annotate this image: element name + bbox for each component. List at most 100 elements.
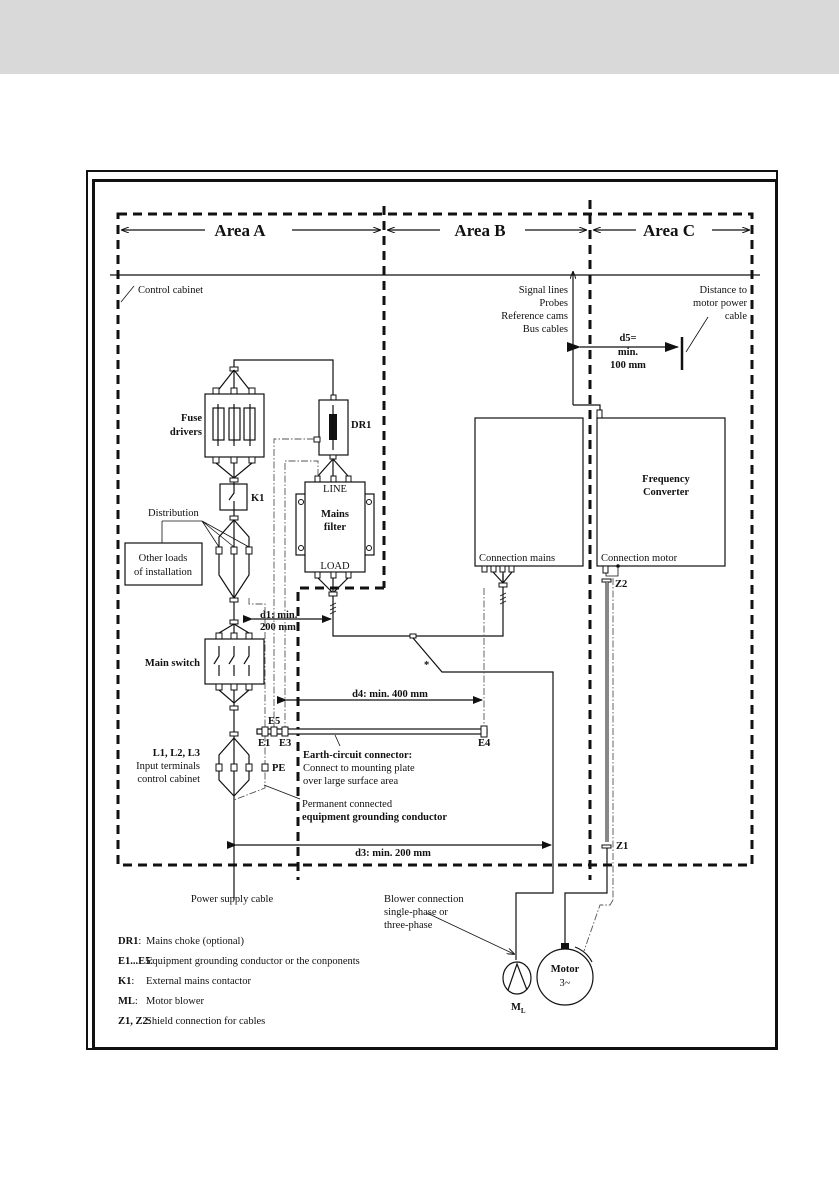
input-terminals-label: L1, L2, L3 Input terminals control cabin… — [136, 748, 200, 785]
svg-text:Probes: Probes — [539, 298, 568, 309]
d5-label: d5= min. 100 mm — [610, 333, 646, 371]
legend-item: ML: Motor blower — [118, 996, 205, 1007]
main-switch-label: Main switch — [145, 658, 200, 669]
blower-cable — [412, 637, 554, 960]
svg-text:3~: 3~ — [560, 978, 571, 989]
svg-text:100 mm: 100 mm — [610, 360, 646, 371]
svg-text:d1: min.: d1: min. — [260, 610, 298, 621]
control-cabinet-label: Control cabinet — [138, 285, 203, 296]
e4-label: E4 — [478, 738, 491, 749]
other-loads-label: Other loads of installation — [134, 553, 193, 578]
svg-text:drivers: drivers — [170, 427, 202, 438]
svg-text:motor power: motor power — [693, 298, 747, 309]
d1-label: d1: min. 200 mm — [260, 610, 298, 633]
svg-text:L1, L2, L3: L1, L2, L3 — [153, 748, 200, 759]
signal-lines-label: Signal lines Probes Reference cams Bus c… — [501, 285, 568, 335]
d3-label: d3: min. 200 mm — [355, 848, 431, 859]
signal-cable-to-converter — [573, 404, 601, 412]
svg-text:three-phase: three-phase — [384, 920, 433, 931]
other-loads-box — [124, 542, 203, 586]
motor-cable — [561, 564, 620, 949]
legend-item: K1: External mains contactor — [118, 976, 251, 987]
svg-text:Motor blower: Motor blower — [146, 996, 205, 1007]
svg-text:Motor: Motor — [551, 964, 580, 975]
page-header-band — [0, 0, 839, 74]
distance-motor-label: Distance to motor power cable — [693, 285, 747, 322]
connection-mains-label: Connection mains — [479, 553, 555, 564]
svg-text:Reference cams: Reference cams — [501, 311, 568, 322]
area-a-label: Area A — [214, 221, 266, 240]
svg-text:ML:: ML: — [118, 996, 138, 1007]
svg-text:over large surface area: over large surface area — [303, 776, 398, 787]
svg-text:E1...E5:: E1...E5: — [118, 956, 153, 967]
pe-label: PE — [272, 763, 285, 774]
main-switch — [204, 623, 265, 711]
motor-label: Motor 3~ — [551, 964, 580, 989]
svg-text:min.: min. — [618, 347, 639, 358]
mains-filter-label: Mains filter — [321, 509, 349, 533]
fuse-drivers — [204, 387, 265, 483]
svg-text:equipment grounding conductor: equipment grounding conductor — [302, 812, 447, 823]
d4-label: d4: min. 400 mm — [352, 689, 428, 700]
frequency-converter-label: Frequency Converter — [642, 474, 690, 498]
connection-mains-box — [474, 417, 584, 567]
earth-circuit-connector — [256, 725, 488, 738]
area-c-label: Area C — [643, 221, 695, 240]
e1-label: E1 — [258, 738, 270, 749]
e5-label: E5 — [268, 716, 280, 727]
connection-motor-label: Connection motor — [601, 553, 678, 564]
legend-item: Z1, Z2: Shield connection for cables — [118, 1016, 265, 1027]
connection-mains-terminals — [481, 565, 515, 605]
svg-text:d5=: d5= — [619, 333, 636, 344]
svg-text:Other loads: Other loads — [139, 553, 188, 564]
grounding-conductor-label: Permanent connected equipment grounding … — [302, 799, 447, 823]
signal-terminal — [596, 409, 603, 419]
area-b-label: Area B — [454, 221, 505, 240]
svg-text:Fuse: Fuse — [181, 413, 202, 424]
svg-text:filter: filter — [324, 522, 346, 533]
filter-to-mains-cable — [317, 574, 504, 637]
svg-text:Bus cables: Bus cables — [523, 324, 568, 335]
blower-connection-label: Blower connection single-phase or three-… — [384, 894, 464, 931]
motor-blower-label: ML — [511, 1002, 526, 1015]
control-cabinet-leader — [120, 285, 135, 303]
svg-text:of installation: of installation — [134, 567, 193, 578]
k1-label: K1 — [251, 493, 264, 504]
svg-text:Blower connection: Blower connection — [384, 894, 464, 905]
svg-text:Converter: Converter — [643, 487, 689, 498]
legend-item: E1...E5: Equipment grounding conductor o… — [118, 956, 360, 967]
svg-text:cable: cable — [725, 311, 747, 322]
svg-text:single-phase or: single-phase or — [384, 907, 448, 918]
distribution-label: Distribution — [148, 508, 200, 519]
svg-text:K1:: K1: — [118, 976, 134, 987]
fuse-drivers-label: Fuse drivers — [170, 413, 202, 438]
svg-text:Shield connection for cables: Shield connection for cables — [146, 1016, 265, 1027]
input-terminals — [215, 737, 269, 797]
svg-text:Input terminals: Input terminals — [136, 761, 200, 772]
motor — [536, 946, 594, 1006]
svg-text:Earth-circuit connector:: Earth-circuit connector: — [303, 750, 412, 761]
line-label: LINE — [323, 484, 347, 495]
svg-text:Distance to: Distance to — [699, 285, 747, 296]
svg-text:Mains choke (optional): Mains choke (optional) — [146, 936, 244, 947]
mains-filter — [295, 475, 375, 579]
svg-text:Permanent connected: Permanent connected — [302, 799, 393, 810]
area-boundaries — [116, 200, 754, 880]
earth-connector-label: Earth-circuit connector: Connect to moun… — [303, 750, 415, 787]
k1-contactor — [219, 483, 248, 511]
svg-text:control cabinet: control cabinet — [137, 774, 200, 785]
power-supply-label: Power supply cable — [191, 894, 274, 905]
svg-text:Signal lines: Signal lines — [519, 285, 568, 296]
svg-text:Z1, Z2:: Z1, Z2: — [118, 1016, 151, 1027]
legend: DR1: Mains choke (optional) E1...E5: Equ… — [118, 936, 360, 1027]
grounding-conductors — [233, 438, 485, 801]
figure-inner-frame — [92, 179, 778, 1050]
z2-label: Z2 — [615, 579, 627, 590]
asterisk-note: * — [424, 660, 429, 671]
z1-label: Z1 — [616, 841, 628, 852]
legend-item: DR1: Mains choke (optional) — [118, 936, 244, 947]
svg-text:External mains contactor: External mains contactor — [146, 976, 251, 987]
svg-text:Connect to mounting plate: Connect to mounting plate — [303, 763, 415, 774]
frequency-converter-box — [596, 417, 726, 567]
